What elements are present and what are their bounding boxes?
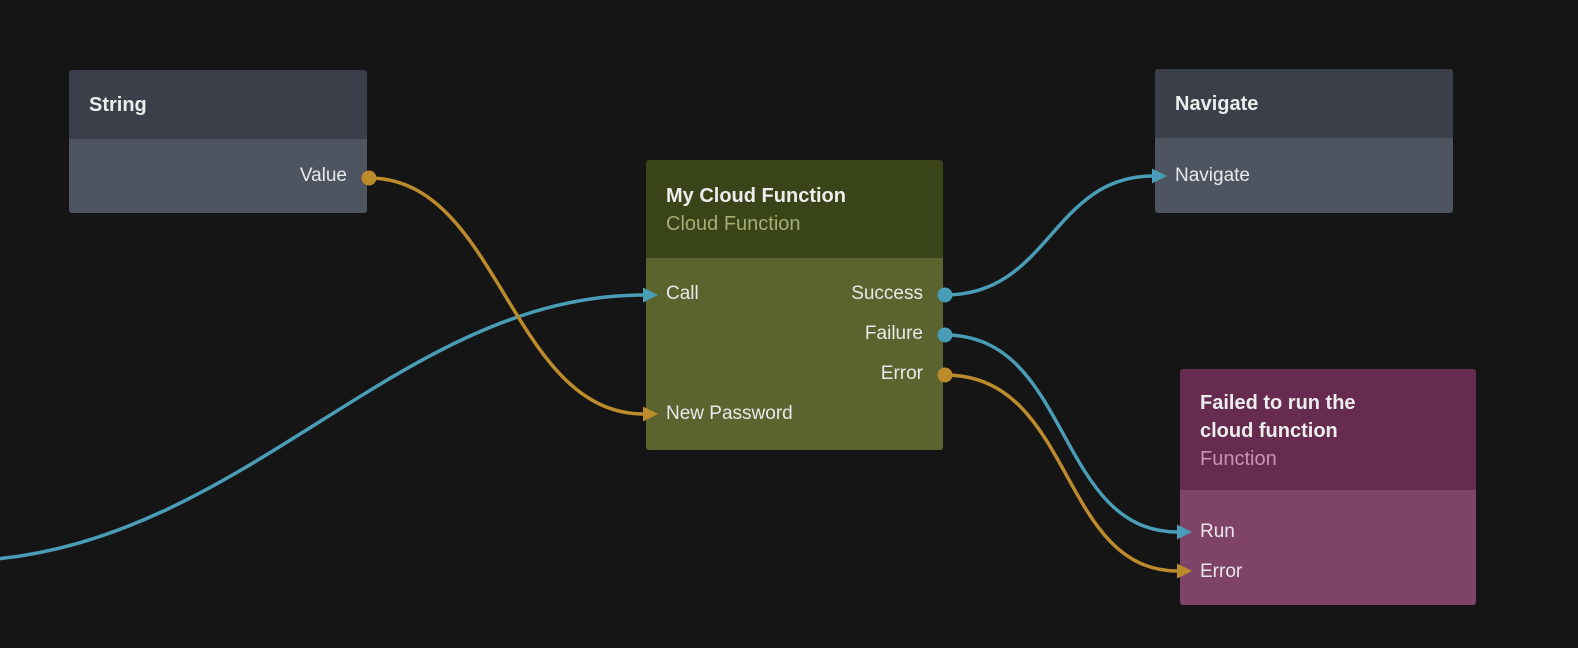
port-label-success: Success (851, 283, 923, 304)
wire-success-to-navigate[interactable] (943, 174, 1155, 297)
node-navigate[interactable]: Navigate Navigate (1155, 69, 1453, 213)
node-string-header[interactable]: String (69, 70, 367, 139)
node-string[interactable]: String Value (69, 70, 367, 213)
node-navigate-body: Navigate (1155, 138, 1453, 213)
node-failed-function-subtitle: Function (1200, 448, 1277, 470)
port-label-call: Call (666, 283, 699, 304)
node-string-title: String (89, 93, 147, 116)
port-row: New Password (646, 394, 943, 434)
node-navigate-header[interactable]: Navigate (1155, 69, 1453, 138)
node-failed-function-title: Failed to run the cloud function (1200, 392, 1356, 442)
port-row: Run (1180, 512, 1476, 552)
port-label-failure: Failure (864, 323, 923, 344)
port-row: Error (646, 354, 943, 394)
node-cloud-function[interactable]: My Cloud Function Cloud Function Call Su… (646, 160, 943, 450)
wire-value-to-new-password[interactable] (367, 176, 646, 416)
port-row: Error (1180, 552, 1476, 592)
node-failed-function[interactable]: Failed to run the cloud function Functio… (1180, 369, 1476, 605)
wire-failure-to-run[interactable] (943, 333, 1180, 534)
port-row: Call Success (646, 274, 943, 314)
node-cloud-function-title: My Cloud Function (666, 185, 846, 207)
node-cloud-function-subtitle: Cloud Function (666, 213, 801, 235)
node-failed-function-header[interactable]: Failed to run the cloud function Functio… (1180, 369, 1476, 490)
node-cloud-function-body: Call Success Failure Error New Password (646, 258, 943, 450)
port-row: Failure (646, 314, 943, 354)
node-cloud-function-header[interactable]: My Cloud Function Cloud Function (646, 160, 943, 258)
node-navigate-title: Navigate (1175, 92, 1259, 115)
port-label-error: Error (880, 363, 923, 384)
wire-error-to-error[interactable] (943, 373, 1180, 573)
port-label-navigate: Navigate (1175, 164, 1250, 186)
wire-offscreen-to-call[interactable] (0, 293, 646, 561)
node-string-body: Value (69, 139, 367, 213)
port-label-error-input: Error (1200, 561, 1243, 582)
port-label-run: Run (1200, 521, 1235, 542)
node-failed-function-body: Run Error (1180, 490, 1476, 605)
port-label-new-password: New Password (666, 403, 793, 424)
port-label-value: Value (299, 165, 347, 186)
